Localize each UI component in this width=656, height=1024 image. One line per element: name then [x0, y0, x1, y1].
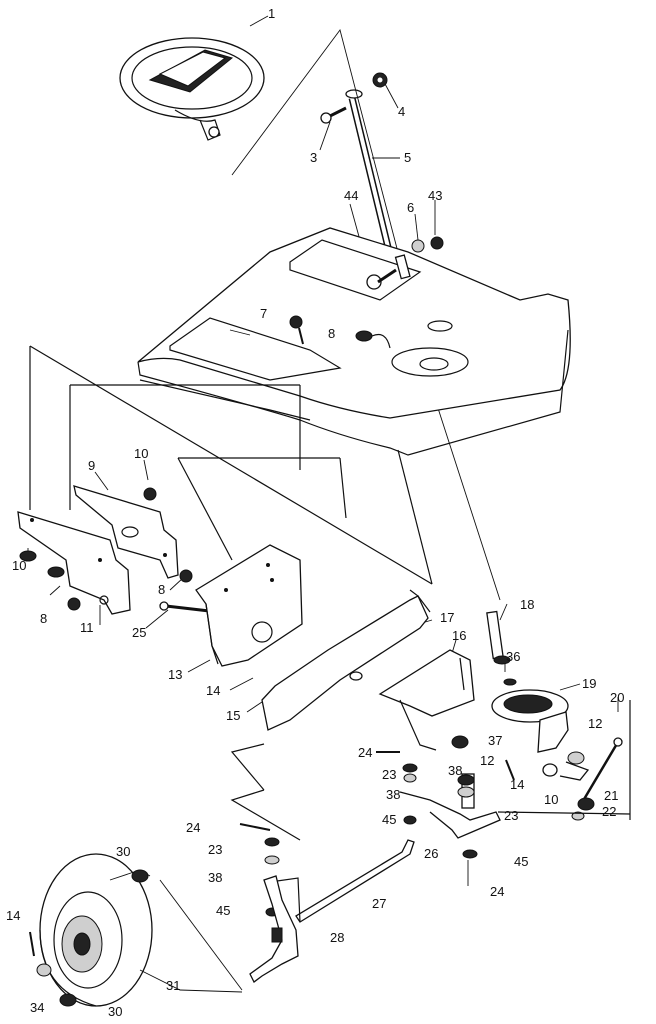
- callout-30-bottom: 30: [108, 1004, 122, 1019]
- callout-17: 17: [440, 610, 454, 625]
- callout-24-center: 24: [358, 745, 372, 760]
- callout-3: 3: [310, 150, 317, 165]
- callout-38-left: 38: [208, 870, 222, 885]
- nut-4: [372, 72, 388, 88]
- callout-19: 19: [582, 676, 596, 691]
- callout-45-right: 45: [514, 854, 528, 869]
- callout-9: 9: [88, 458, 95, 473]
- axle-17: [261, 589, 431, 731]
- plate-13: [195, 544, 303, 667]
- callout-37: 37: [488, 733, 502, 748]
- callout-11: 11: [80, 620, 94, 635]
- tie-rod-20: [571, 737, 623, 821]
- callout-5: 5: [404, 150, 411, 165]
- callout-31: 31: [166, 978, 180, 993]
- callout-43: 43: [428, 188, 442, 203]
- drag-link-27: [269, 839, 415, 923]
- callout-24-right: 24: [490, 884, 504, 899]
- dash-panel: [137, 227, 571, 456]
- callout-10-right: 10: [544, 792, 558, 807]
- callout-13: 13: [168, 667, 182, 682]
- callout-26: 26: [424, 846, 438, 861]
- callout-44: 44: [344, 188, 358, 203]
- fasteners-left: [19, 487, 193, 611]
- callout-24-left: 24: [186, 820, 200, 835]
- callout-4: 4: [398, 104, 405, 119]
- fasteners-right: [451, 735, 590, 781]
- wheel-31: [39, 853, 243, 1007]
- callout-23-right: 23: [504, 808, 518, 823]
- callout-12-right: 12: [588, 716, 602, 731]
- callout-38-right: 38: [448, 763, 462, 778]
- callout-14-right: 14: [510, 777, 524, 792]
- callout-14-wheel: 14: [6, 908, 20, 923]
- callout-38-center: 38: [386, 787, 400, 802]
- callout-6: 6: [407, 200, 414, 215]
- callout-15: 15: [226, 708, 240, 723]
- callout-45-center: 45: [382, 812, 396, 827]
- callout-10-top: 10: [134, 446, 148, 461]
- bracket-9: [73, 485, 179, 579]
- callout-18: 18: [520, 597, 534, 612]
- parts-6-43-44: [366, 236, 444, 290]
- wheel-fasteners: [29, 869, 149, 1007]
- callout-45-left: 45: [216, 903, 230, 918]
- wheel-leader: [159, 879, 243, 991]
- callout-labels: 1 3 4 5 6 43 44 7 8 9 10 10 8 8 11 25 13…: [6, 6, 624, 1019]
- callout-27: 27: [372, 896, 386, 911]
- parts-7-8: [289, 315, 391, 349]
- bolt-3: [320, 106, 347, 124]
- spindle-18: [486, 610, 511, 665]
- callout-25: 25: [132, 625, 146, 640]
- callout-8-mid: 8: [158, 582, 165, 597]
- callout-1: 1: [268, 6, 275, 21]
- spindle-28: [249, 875, 299, 983]
- callout-8-top: 8: [328, 326, 335, 341]
- callout-23-center: 23: [382, 767, 396, 782]
- callout-36: 36: [506, 649, 520, 664]
- callout-14-mid: 14: [206, 683, 220, 698]
- spindle-stack-center: [376, 751, 418, 825]
- steering-wheel: [119, 37, 265, 141]
- callout-28: 28: [330, 930, 344, 945]
- callout-20: 20: [610, 690, 624, 705]
- assembly-outline: [29, 345, 433, 585]
- callout-8-left: 8: [40, 611, 47, 626]
- spindle-26: [399, 773, 501, 859]
- callout-22: 22: [602, 804, 616, 819]
- callout-16: 16: [452, 628, 466, 643]
- bracket-16: [378, 649, 475, 751]
- dashed-lines: [230, 700, 631, 886]
- callout-34: 34: [30, 1000, 44, 1015]
- gear-19: [491, 678, 569, 753]
- bracket-11: [17, 511, 131, 615]
- callout-21: 21: [604, 788, 618, 803]
- callout-30-top: 30: [116, 844, 130, 859]
- callout-23-left: 23: [208, 842, 222, 857]
- callout-7: 7: [260, 306, 267, 321]
- callout-12-center: 12: [480, 753, 494, 768]
- callout-10-left: 10: [12, 558, 26, 573]
